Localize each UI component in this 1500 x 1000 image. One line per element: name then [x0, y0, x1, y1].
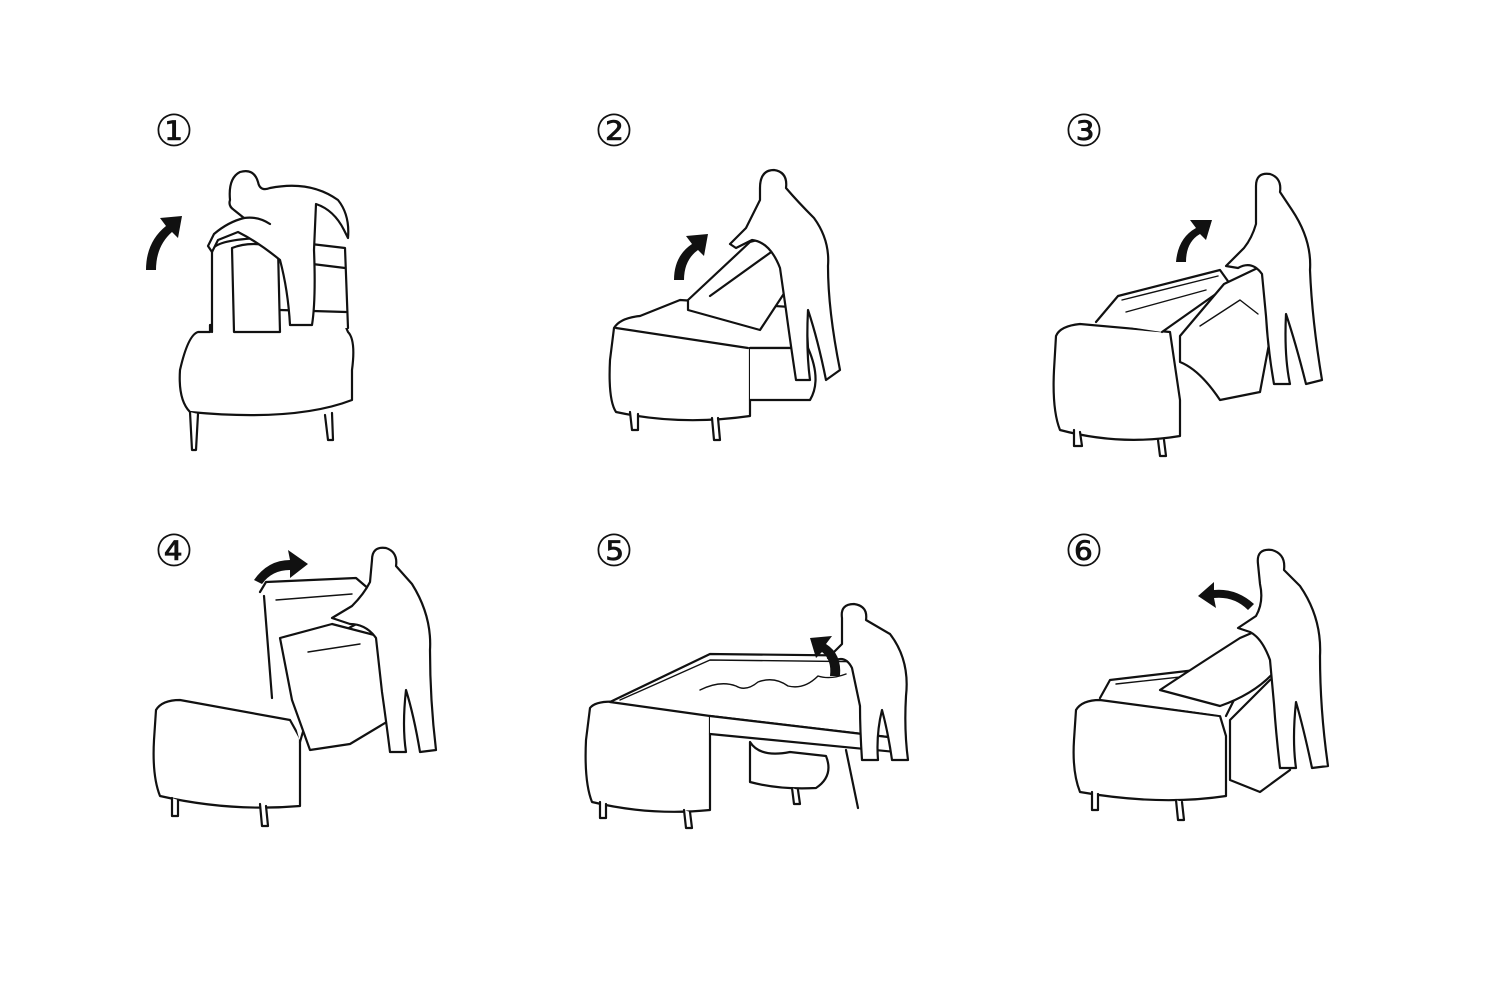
person-pushing-frame — [330, 546, 438, 754]
person-lifting-frame — [1224, 172, 1324, 386]
step-panel-6: ⑥ — [1030, 520, 1490, 920]
step-number-2: ② — [594, 106, 634, 157]
bed-extended — [584, 652, 898, 830]
step-1-illustration — [146, 170, 355, 452]
step-panel-2: ② — [560, 100, 1020, 500]
step-panel-3: ③ — [1030, 100, 1490, 500]
person-unfolding-bed — [826, 602, 910, 762]
step-panel-5: ⑤ — [560, 520, 1020, 920]
step-number-6: ⑥ — [1064, 526, 1104, 577]
arrow-icon-step-6 — [1198, 582, 1254, 610]
step-number-1: ① — [154, 106, 194, 157]
sofa-mattress-folding — [1072, 618, 1298, 822]
step-panel-4: ④ — [120, 520, 580, 920]
person-lowering-mattress — [1236, 548, 1330, 770]
person-pulling-seat — [728, 168, 842, 382]
step-number-4: ④ — [154, 526, 194, 577]
sofa-frame-exposed — [1052, 262, 1280, 458]
step-panel-1: ① — [120, 100, 580, 500]
step-5-illustration — [584, 602, 910, 830]
step-6-illustration — [1072, 548, 1330, 822]
step-3-illustration — [1052, 172, 1324, 458]
step-number-5: ⑤ — [594, 526, 634, 577]
arrow-icon-step-3 — [1176, 220, 1212, 262]
arrow-icon-step-1 — [146, 216, 182, 270]
arrow-icon-step-4 — [254, 550, 308, 584]
step-number-3: ③ — [1064, 106, 1104, 157]
arrow-icon-step-2 — [674, 234, 708, 280]
person-lifting-cushion — [206, 170, 350, 327]
step-2-illustration — [608, 168, 842, 442]
sofa-closed — [178, 236, 355, 452]
arrow-icon-step-5 — [810, 636, 841, 676]
step-4-illustration — [152, 546, 438, 828]
